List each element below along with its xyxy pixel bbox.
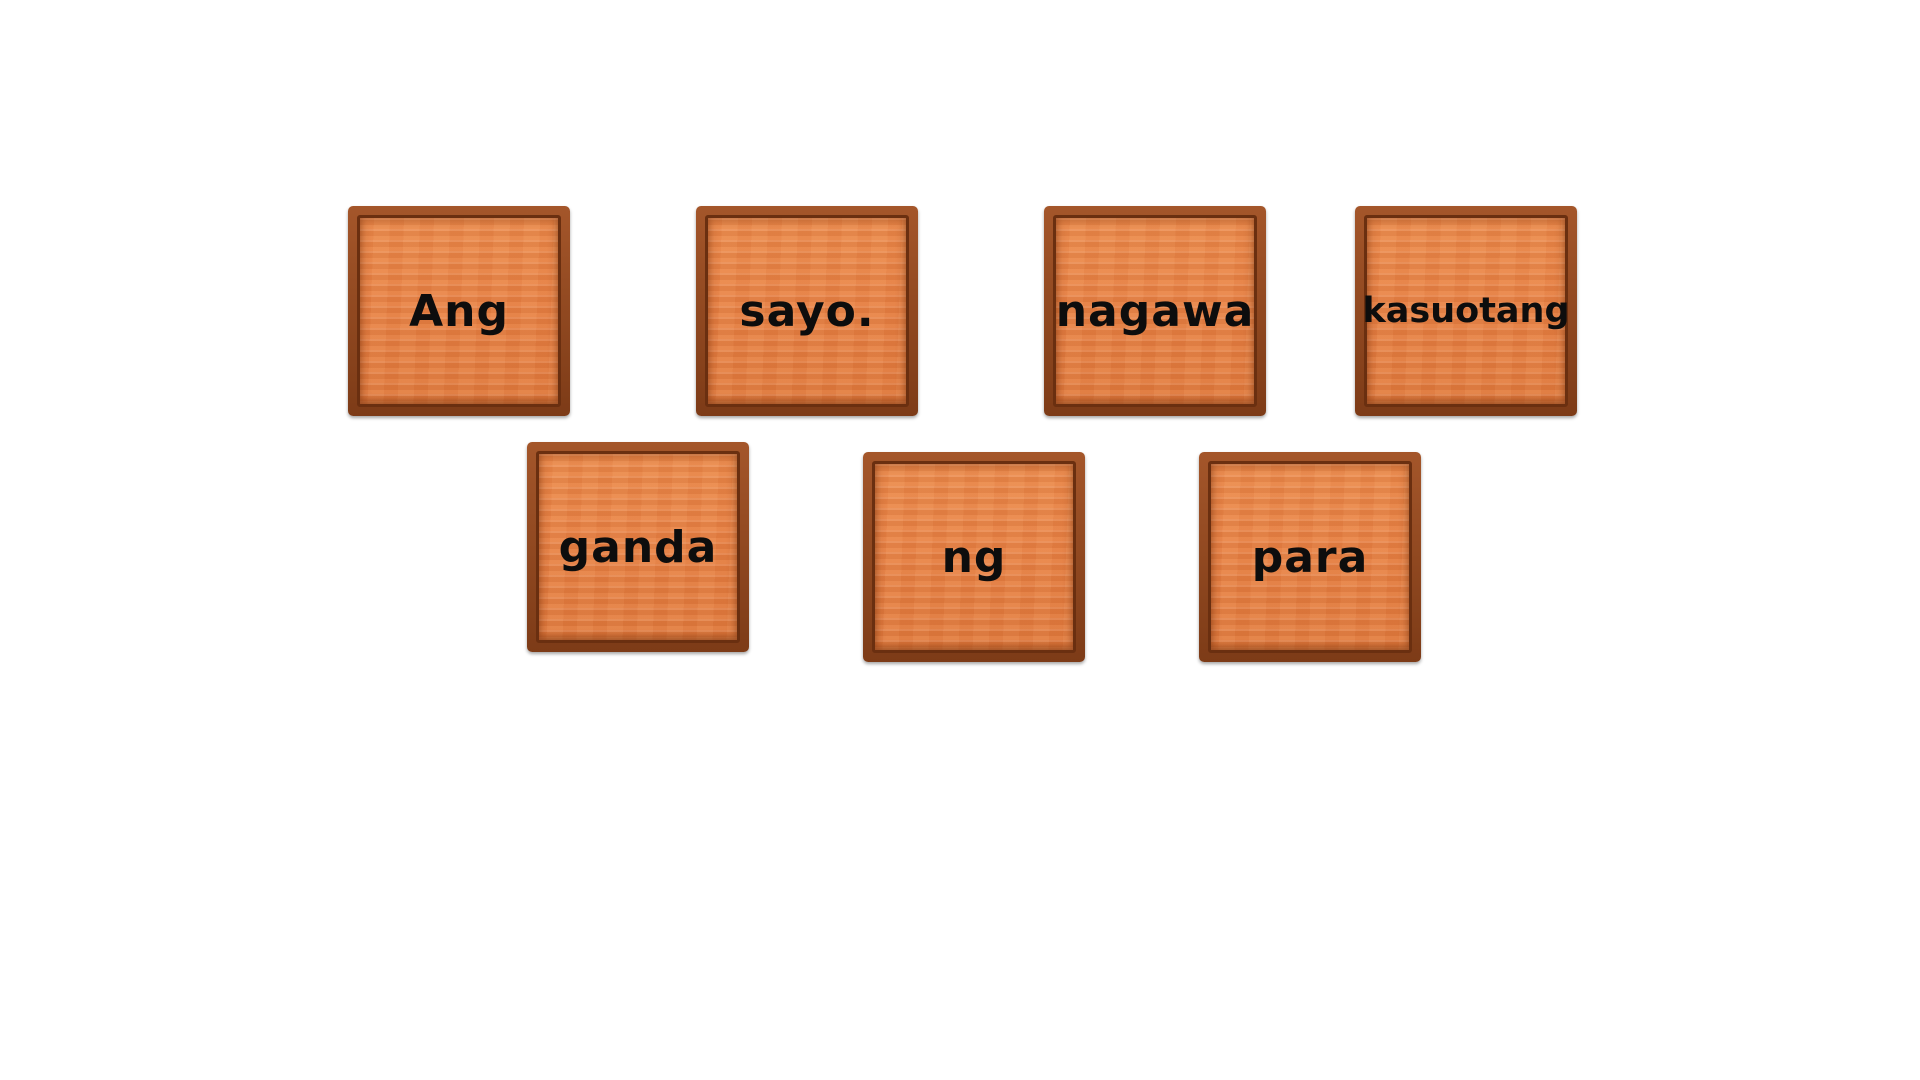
word-tile-kasuotang[interactable]: kasuotang [1355,206,1577,416]
tile-word: ng [941,531,1007,583]
tile-word: nagawa [1055,285,1255,337]
tile-word: Ang [409,285,509,337]
tile-face: ng [872,461,1076,653]
tile-face: kasuotang [1362,215,1570,407]
word-tile-ganda[interactable]: ganda [527,442,749,652]
tile-word: para [1251,531,1369,583]
word-tile-ang[interactable]: Ang [348,206,570,416]
tile-word: ganda [558,521,718,573]
tile-face: ganda [536,451,740,643]
tile-face: para [1208,461,1412,653]
tile-face: sayo. [705,215,909,407]
tile-word: kasuotang [1362,291,1570,331]
tile-face: Ang [357,215,561,407]
word-tile-ng[interactable]: ng [863,452,1085,662]
word-tile-nagawa[interactable]: nagawa [1044,206,1266,416]
tile-word: sayo. [739,285,875,337]
word-tile-sayo[interactable]: sayo. [696,206,918,416]
tile-face: nagawa [1053,215,1257,407]
word-tile-para[interactable]: para [1199,452,1421,662]
